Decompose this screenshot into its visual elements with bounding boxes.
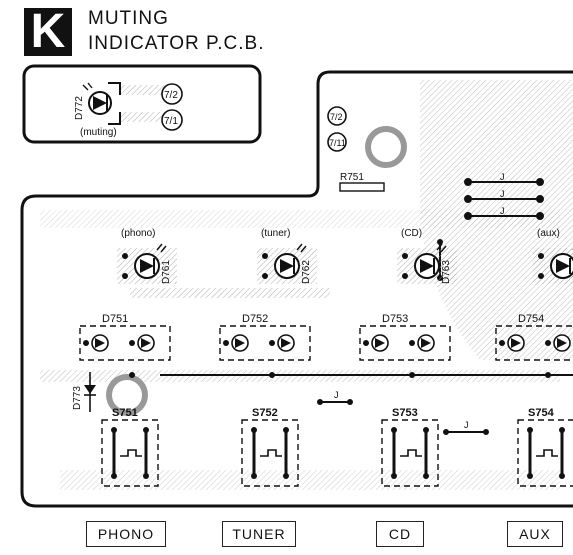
board-pin-a-label: 7/2 (330, 112, 343, 122)
switch-outline (101, 419, 159, 487)
resistor-label: R751 (340, 172, 364, 183)
jumper-bus (464, 178, 544, 220)
switch-contact-icon (260, 449, 282, 457)
switch-label: S752 (252, 407, 278, 419)
cd-button[interactable]: CD (376, 521, 424, 547)
muting-inset: D772 (muting) 7/2 7/1 (22, 64, 262, 144)
mounting-hole-left-icon (106, 374, 148, 416)
indicator-caption: (phono) (121, 228, 155, 239)
board-pin-b-icon (327, 132, 347, 152)
jumper-label-3: J (500, 206, 505, 216)
diode-pair-outline (79, 325, 171, 361)
indicator-diode-label: D761 (161, 260, 172, 284)
switch-label: S751 (112, 407, 138, 419)
inset-pin-b-icon (161, 109, 183, 131)
diode-pair-outline (359, 325, 451, 361)
side-diode-label: D773 (72, 386, 83, 410)
inset-pin-a-label: 7/2 (164, 90, 178, 101)
diode-pair-label: D751 (102, 313, 128, 325)
inset-pin-b-label: 7/1 (164, 116, 178, 127)
switch-contact-icon (400, 449, 422, 457)
switch-contact-icon (120, 449, 142, 457)
switch-outline (517, 419, 573, 487)
jumper-label-2: J (500, 189, 505, 199)
mounting-hole-top-icon (365, 126, 407, 168)
inset-pin-a-icon (161, 83, 183, 105)
diode-pair-outline (495, 325, 573, 361)
indicator-caption: (aux) (537, 228, 560, 239)
board-pin-b-label: 7/11 (329, 138, 346, 148)
indicator-diode-label: D762 (301, 260, 312, 284)
phono-button[interactable]: PHONO (86, 521, 166, 547)
switch-outline (241, 419, 299, 487)
indicator-diode-label: D763 (441, 260, 452, 284)
main-board: 7/2 7/11 R751 J J J J (20, 70, 573, 508)
jumper-label-1: J (500, 172, 505, 182)
diode-pair-outline (219, 325, 311, 361)
jumper-label-5: J (334, 390, 339, 400)
inset-caption: (muting) (80, 127, 117, 138)
title-line-2: INDICATOR P.C.B. (88, 33, 265, 54)
diode-pair-label: D753 (382, 313, 408, 325)
switch-label: S754 (528, 407, 555, 419)
switch-contact-icon (536, 449, 558, 457)
indicator-caption: (CD) (401, 228, 422, 239)
diode-pair-label: D754 (518, 313, 544, 325)
tuner-button[interactable]: TUNER (222, 521, 296, 547)
title-line-1: MUTING (88, 8, 169, 29)
switch-outline (381, 419, 439, 487)
diode-pair-label: D752 (242, 313, 268, 325)
switch-label: S753 (392, 407, 418, 419)
board-pin-a-icon (327, 106, 347, 126)
inset-diode-label: D772 (74, 96, 85, 120)
indicator-caption: (tuner) (261, 228, 290, 239)
jumper-label-6: J (464, 420, 469, 430)
section-badge: K (24, 8, 72, 56)
aux-button[interactable]: AUX (507, 521, 563, 547)
